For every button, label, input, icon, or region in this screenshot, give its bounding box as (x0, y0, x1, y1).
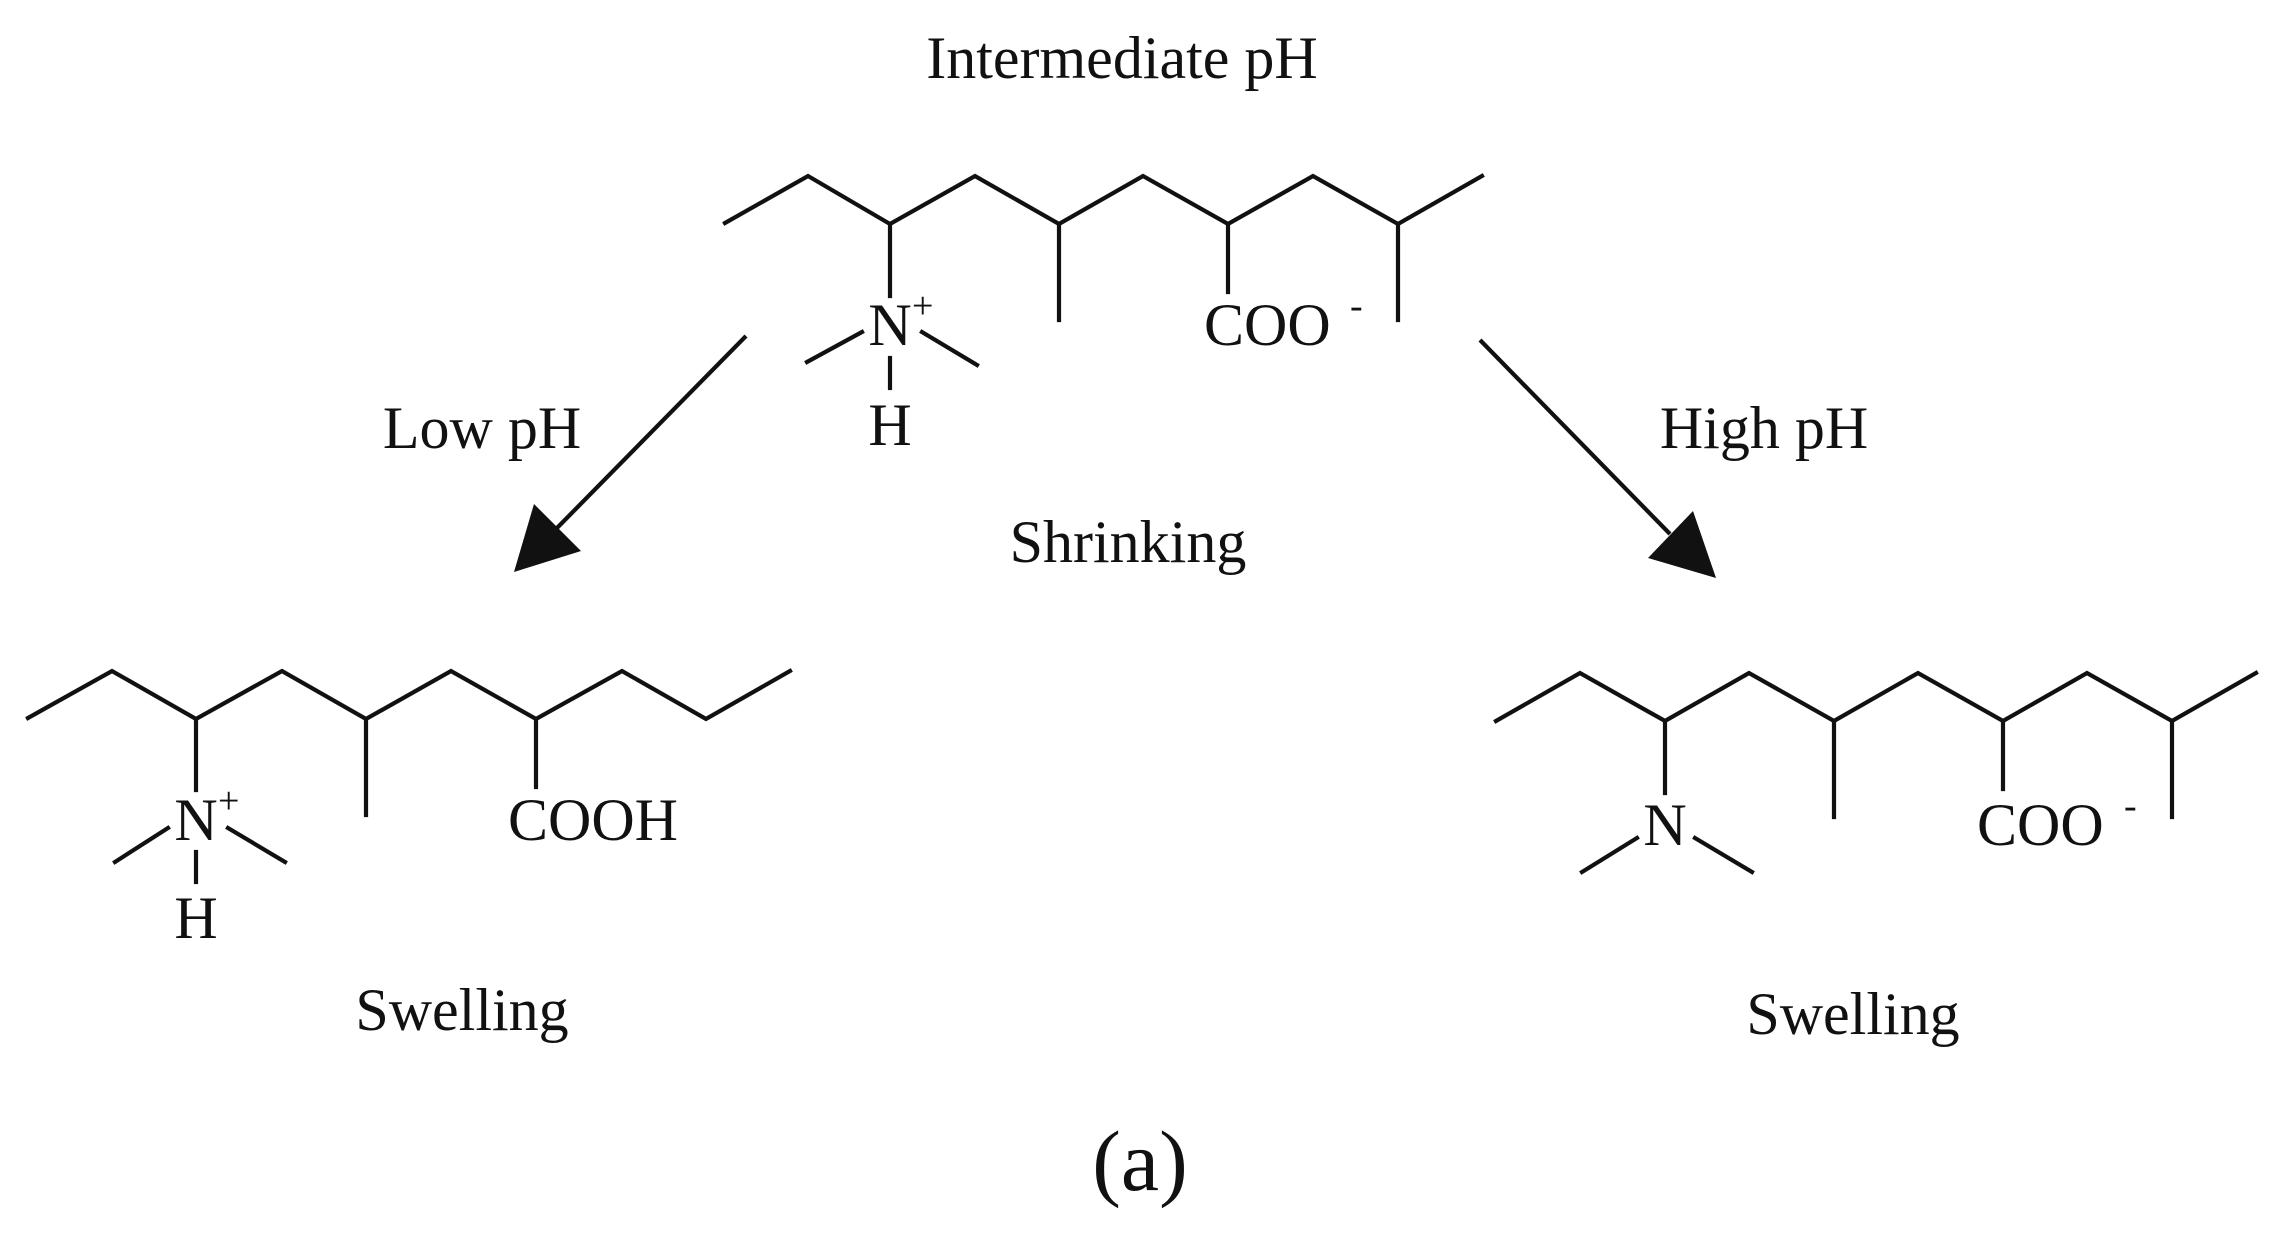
top-structure: Intermediate pH N + H COO - Shrinking (722, 25, 1485, 575)
left-swelling-label: Swelling (355, 977, 568, 1043)
top-nitrogen-charge: + (912, 285, 933, 327)
right-swelling-label: Swelling (1746, 981, 1959, 1047)
top-nh-hydrogen: H (868, 392, 911, 458)
right-carboxylate-charge: - (2124, 785, 2137, 827)
top-n-methyl-right (919, 329, 980, 368)
left-nitrogen-charge: + (218, 780, 239, 822)
left-structure: N + H COOH Swelling (25, 668, 793, 1043)
left-n-methyl-right (225, 825, 288, 865)
right-structure: N COO - Swelling (1493, 670, 2259, 1047)
top-nitrogen-atom: N (868, 292, 911, 358)
low-ph-arrow (514, 334, 748, 572)
right-n-methyl-right (1692, 835, 1755, 875)
right-n-methyl-left (1579, 835, 1640, 875)
top-backbone (722, 173, 1485, 227)
intermediate-ph-label: Intermediate pH (926, 25, 1318, 91)
high-ph-label: High pH (1660, 395, 1868, 461)
left-backbone (25, 668, 793, 722)
left-n-methyl-left (112, 825, 171, 865)
right-backbone (1493, 670, 2259, 724)
high-ph-arrow (1478, 338, 1716, 578)
left-carboxylic-acid-group: COOH (508, 787, 678, 853)
right-nitrogen-atom: N (1643, 792, 1686, 858)
top-carboxylate-group: COO (1204, 292, 1331, 358)
left-nh-hydrogen: H (174, 885, 217, 951)
shrinking-label: Shrinking (1010, 509, 1247, 575)
left-nitrogen-atom: N (174, 787, 217, 853)
top-n-methyl-left (804, 329, 865, 365)
low-ph-label: Low pH (383, 395, 581, 461)
right-carboxylate-group: COO (1977, 792, 2104, 858)
panel-label: (a) (1092, 1113, 1187, 1209)
top-carboxylate-charge: - (1350, 285, 1363, 327)
